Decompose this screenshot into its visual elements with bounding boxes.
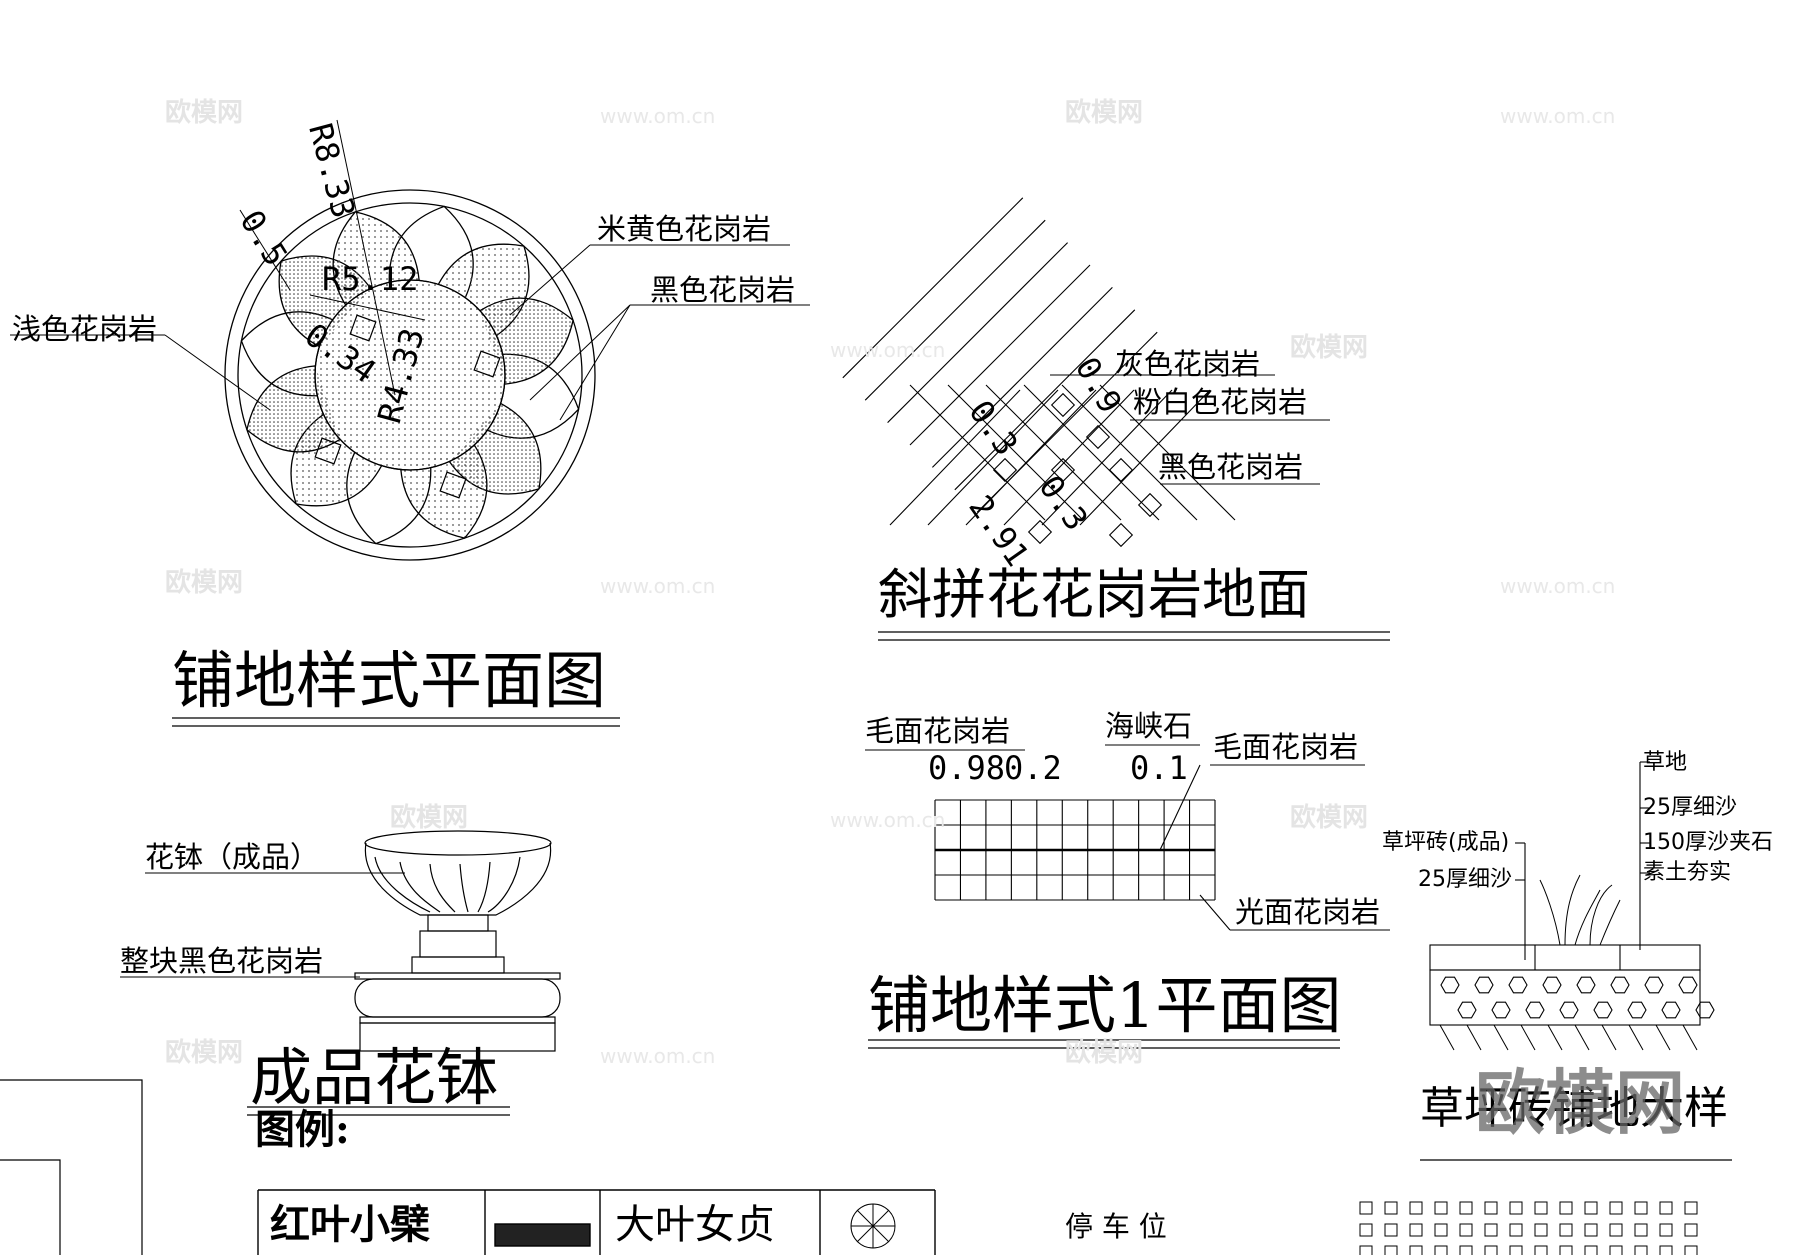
site-logo: 欧模网 [1475, 1062, 1685, 1144]
circle-paving-plan [10, 119, 810, 727]
parking-label: 停 车 位 [1065, 1210, 1167, 1243]
diag-square [1050, 392, 1076, 418]
label-rough-granite: 毛面花岗岩 [865, 714, 1011, 748]
hedge-symbol [494, 1223, 591, 1247]
label-beige-granite: 米黄色花岗岩 [597, 212, 772, 246]
diag-square [1108, 522, 1134, 548]
dim-r-mid: R5.12 [322, 260, 419, 298]
diag-square [1085, 424, 1111, 450]
legend-title: 图例: [255, 1106, 350, 1153]
gravel-hexes [1440, 976, 1715, 1019]
watermark: www.om.cn [830, 338, 946, 362]
label-pink-granite: 粉白色花岗岩 [1133, 385, 1308, 419]
watermark: 欧模网 [165, 568, 244, 598]
label-grass-brick: 草坪砖(成品) [1382, 830, 1510, 855]
diagonal-paving-plan [842, 197, 1390, 641]
diagonal-grid [842, 197, 1236, 548]
watermark: www.om.cn [1500, 574, 1616, 598]
marker-squares [314, 314, 501, 499]
diag-square [992, 457, 1018, 483]
diag-square [1137, 492, 1163, 518]
dim-grid-c: 0.1 [1130, 749, 1188, 787]
watermark: www.om.cn [600, 104, 716, 128]
outer-ring-inner [237, 202, 583, 548]
grass-brick-section [1420, 761, 1732, 1161]
label-black-granite-2: 黑色花岗岩 [1158, 450, 1304, 484]
diag-square [1050, 457, 1076, 483]
label-fine-sand: 25厚细沙 [1643, 795, 1737, 820]
watermark: www.om.cn [600, 1044, 716, 1068]
diag-square [1108, 457, 1134, 483]
flower-pot-elevation [120, 830, 561, 1116]
parking-grid [1359, 1201, 1698, 1255]
watermark: 欧模网 [1290, 803, 1369, 833]
label-fine-sand-2: 25厚细沙 [1418, 867, 1512, 892]
watermark: 欧模网 [165, 98, 244, 128]
watermark: 欧模网 [1065, 98, 1144, 128]
watermark: 欧模网 [1290, 333, 1369, 363]
plan1-title: 铺地样式平面图 [172, 644, 607, 717]
dim-grid-b: 0.2 [1004, 749, 1062, 787]
outer-ring [224, 189, 596, 561]
diagonal-title: 斜拼花花岗岩地面 [878, 563, 1310, 626]
label-sand-gravel: 150厚沙夹石 [1643, 830, 1773, 855]
label-strait-stone: 海峡石 [1105, 709, 1193, 743]
watermark: www.om.cn [830, 808, 946, 832]
label-flower-pot: 花钵（成品） [145, 840, 320, 874]
grass-title: 草坪砖铺地大样 [1420, 1083, 1728, 1134]
label-polished-granite: 光面花岗岩 [1235, 895, 1381, 929]
watermark: 欧模网 [1065, 1038, 1144, 1068]
label-lawn: 草地 [1643, 750, 1688, 775]
granite-grid [934, 799, 1216, 901]
dim-grid-a: 0.98 [928, 749, 1006, 787]
label-black-granite-base: 整块黑色花岗岩 [120, 944, 324, 978]
label-grey-granite: 灰色花岗岩 [1115, 347, 1261, 381]
label-compacted-soil: 素土夯实 [1643, 860, 1732, 885]
soil-hatch [1439, 1024, 1698, 1051]
tree-symbol [850, 1203, 896, 1249]
pot-title: 成品花钵 [250, 1041, 499, 1114]
watermark: 欧模网 [390, 803, 469, 833]
watermark: www.om.cn [600, 574, 716, 598]
legend-item-hedge: 红叶小檗 [270, 1202, 430, 1248]
inner-disc-edge [314, 279, 506, 471]
label-light-granite: 浅色花岗岩 [12, 312, 158, 346]
plan2-title: 铺地样式1平面图 [868, 969, 1342, 1042]
label-black-granite: 黑色花岗岩 [650, 273, 796, 307]
watermark: www.om.cn [1500, 104, 1616, 128]
label-rough-granite-2: 毛面花岗岩 [1213, 730, 1359, 764]
diag-square [1027, 519, 1053, 545]
watermark: 欧模网 [165, 1038, 244, 1068]
legend-table [0, 1079, 1698, 1255]
legend-item-tree: 大叶女贞 [615, 1202, 775, 1248]
grid-paving-plan [865, 744, 1390, 1049]
